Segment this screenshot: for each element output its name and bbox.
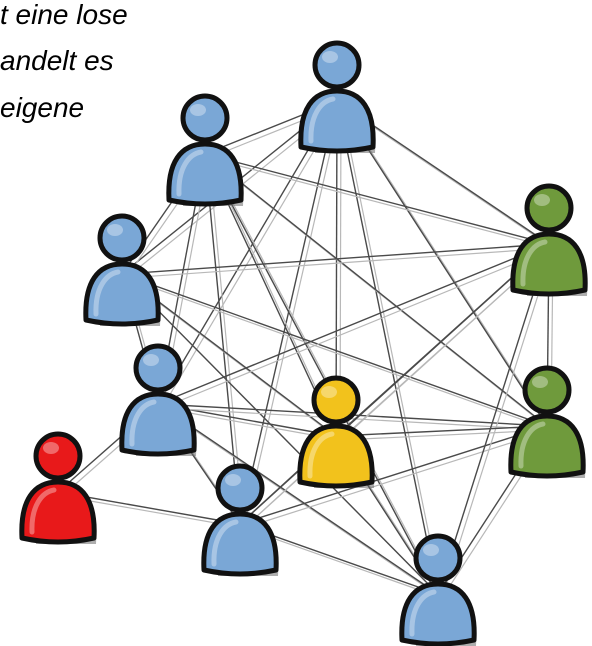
caption-line-3: eigene [0, 92, 85, 123]
edge-shadow [208, 157, 554, 249]
network-edge [157, 100, 338, 405]
edge-shadow [161, 104, 342, 409]
network-edge [204, 153, 241, 525]
person-green-icon [508, 365, 586, 479]
network-nodes [19, 40, 588, 646]
edge-shadow [161, 247, 554, 409]
edge-shadow [340, 104, 554, 249]
network-edge [121, 273, 548, 427]
person-blue-icon [298, 40, 376, 154]
person-blue-icon [399, 533, 477, 646]
network-edge [157, 403, 439, 595]
person-green-icon [510, 183, 588, 297]
caption-line-2: andelt es [0, 45, 114, 76]
person-blue-icon [83, 213, 161, 327]
person-blue-icon [201, 463, 279, 577]
edge-shadow [340, 104, 552, 431]
network-edge [335, 425, 548, 437]
caption-line-1: t eine lose [0, 0, 128, 30]
network-edge [204, 153, 439, 595]
network-edge [336, 100, 439, 595]
person-blue-icon [119, 343, 197, 457]
person-red-icon [19, 431, 97, 545]
person-blue-icon [166, 93, 244, 207]
network-edge [437, 243, 550, 595]
edge-shadow [125, 247, 554, 279]
edge-shadow [161, 407, 443, 599]
network-edge [204, 153, 550, 245]
edge-shadow [340, 104, 443, 599]
network-edge [157, 243, 550, 405]
network-edge [336, 100, 548, 427]
network-edge [204, 153, 548, 427]
edge-shadow [125, 277, 552, 431]
edge-shadow [125, 277, 341, 441]
person-yellow-icon [297, 375, 375, 489]
network-edge [121, 243, 550, 275]
edge-shadow [243, 527, 443, 599]
edge-shadow [441, 247, 554, 599]
edge-shadow [243, 429, 552, 529]
network-edges [57, 100, 554, 599]
network-edge [121, 273, 439, 595]
network-edge [239, 425, 548, 525]
